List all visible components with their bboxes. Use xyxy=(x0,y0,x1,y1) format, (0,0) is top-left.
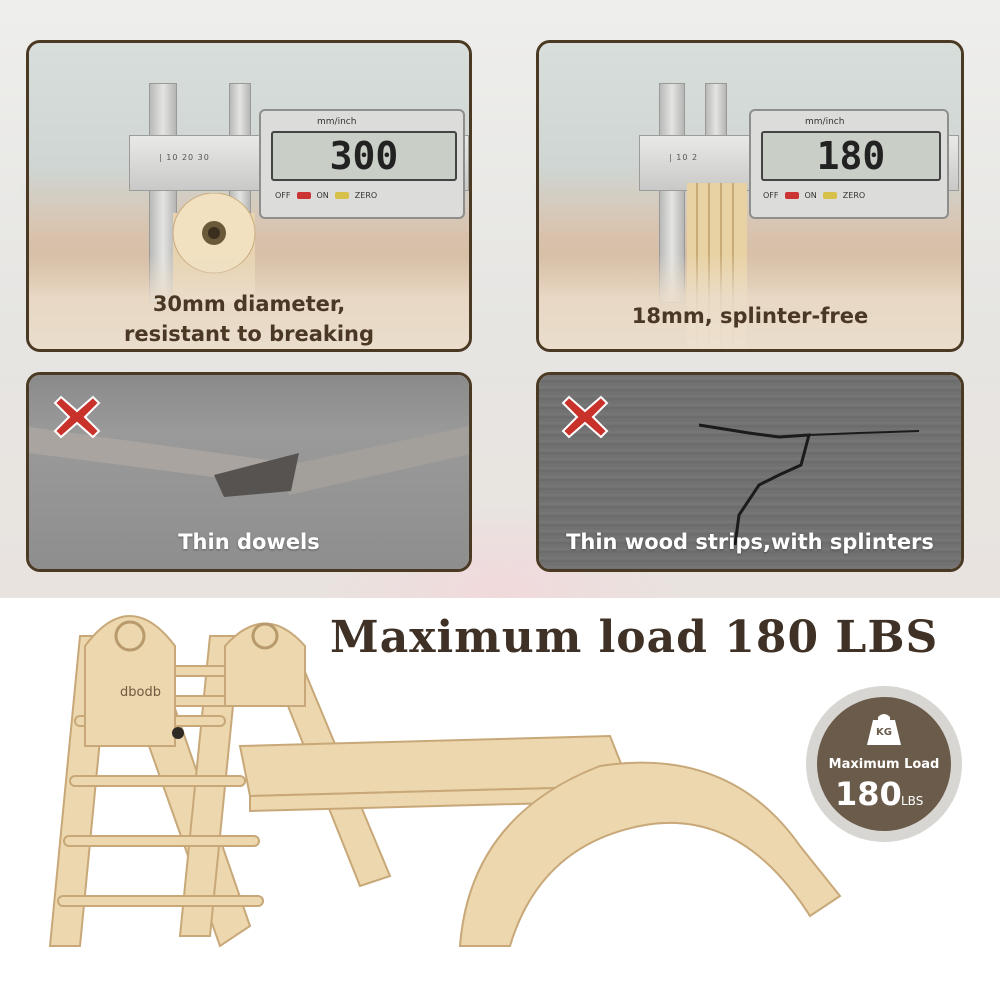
caliper-buttons: OFF ON ZERO xyxy=(275,191,377,200)
on-button xyxy=(334,192,349,199)
off-button xyxy=(784,192,799,199)
kg-label: KG xyxy=(876,727,892,738)
unit-label: mm/inch xyxy=(805,117,845,127)
diameter-caption-line1: 30mm diameter, xyxy=(152,292,346,316)
caption-fade xyxy=(539,254,961,349)
broken-dowel xyxy=(29,426,469,497)
off-button xyxy=(296,192,311,199)
thin-strips-caption: Thin wood strips,with splinters xyxy=(566,530,934,554)
caliper-display-housing: mm/inch 300 OFF ON ZERO xyxy=(259,109,465,219)
caliper-scale: | 10 2 xyxy=(669,153,699,162)
diameter-caption-line2: resistant to breaking xyxy=(123,322,375,346)
badge-unit: LBS xyxy=(901,794,924,808)
badge-title: Maximum Load xyxy=(828,757,940,772)
caliper-display-housing: mm/inch 180 OFF ON ZERO xyxy=(749,109,949,219)
badge-value: 180 xyxy=(835,775,902,813)
zero-label: ZERO xyxy=(842,191,866,200)
caption-fade xyxy=(29,254,469,349)
x-mark-icon xyxy=(53,395,101,439)
thin-dowels-caption: Thin dowels xyxy=(178,530,320,554)
zero-label: ZERO xyxy=(354,191,378,200)
badge-disc: KG Maximum Load 180 LBS xyxy=(817,697,951,831)
max-load-badge: KG Maximum Load 180 LBS xyxy=(806,686,962,842)
cracked-wood-strip xyxy=(698,423,920,546)
max-load-headline: Maximum load 180 LBS xyxy=(330,612,939,663)
off-label: OFF xyxy=(763,191,779,200)
thickness-caption: 18mm, splinter-free xyxy=(631,304,869,328)
caliper-reading: 180 xyxy=(761,131,941,181)
climbing-playset-illustration: dbodb xyxy=(48,615,842,948)
on-label: ON xyxy=(316,191,329,200)
caliper-buttons: OFF ON ZERO xyxy=(763,191,865,200)
on-button xyxy=(822,192,837,199)
caliper-scale: | 10 20 30 xyxy=(159,153,210,162)
x-mark-icon xyxy=(561,395,609,439)
diameter-panel: | 10 20 30 mm/inch 300 OFF ON ZERO 30mm … xyxy=(26,40,472,352)
thin-strips-panel: Thin wood strips,with splinters xyxy=(536,372,964,572)
digital-caliper: | 10 2 mm/inch 180 OFF ON ZERO xyxy=(639,73,959,303)
caliper-reading: 300 xyxy=(271,131,457,181)
off-label: OFF xyxy=(275,191,291,200)
kettlebell-weight-icon xyxy=(867,714,901,745)
thin-dowels-panel: Thin dowels xyxy=(26,372,472,572)
brand-engraving: dbodb xyxy=(120,685,161,700)
on-label: ON xyxy=(804,191,817,200)
unit-label: mm/inch xyxy=(317,117,357,127)
panel-photo xyxy=(539,375,961,569)
thickness-panel: | 10 2 mm/inch 180 OFF ON ZERO 18mm, spl… xyxy=(536,40,964,352)
